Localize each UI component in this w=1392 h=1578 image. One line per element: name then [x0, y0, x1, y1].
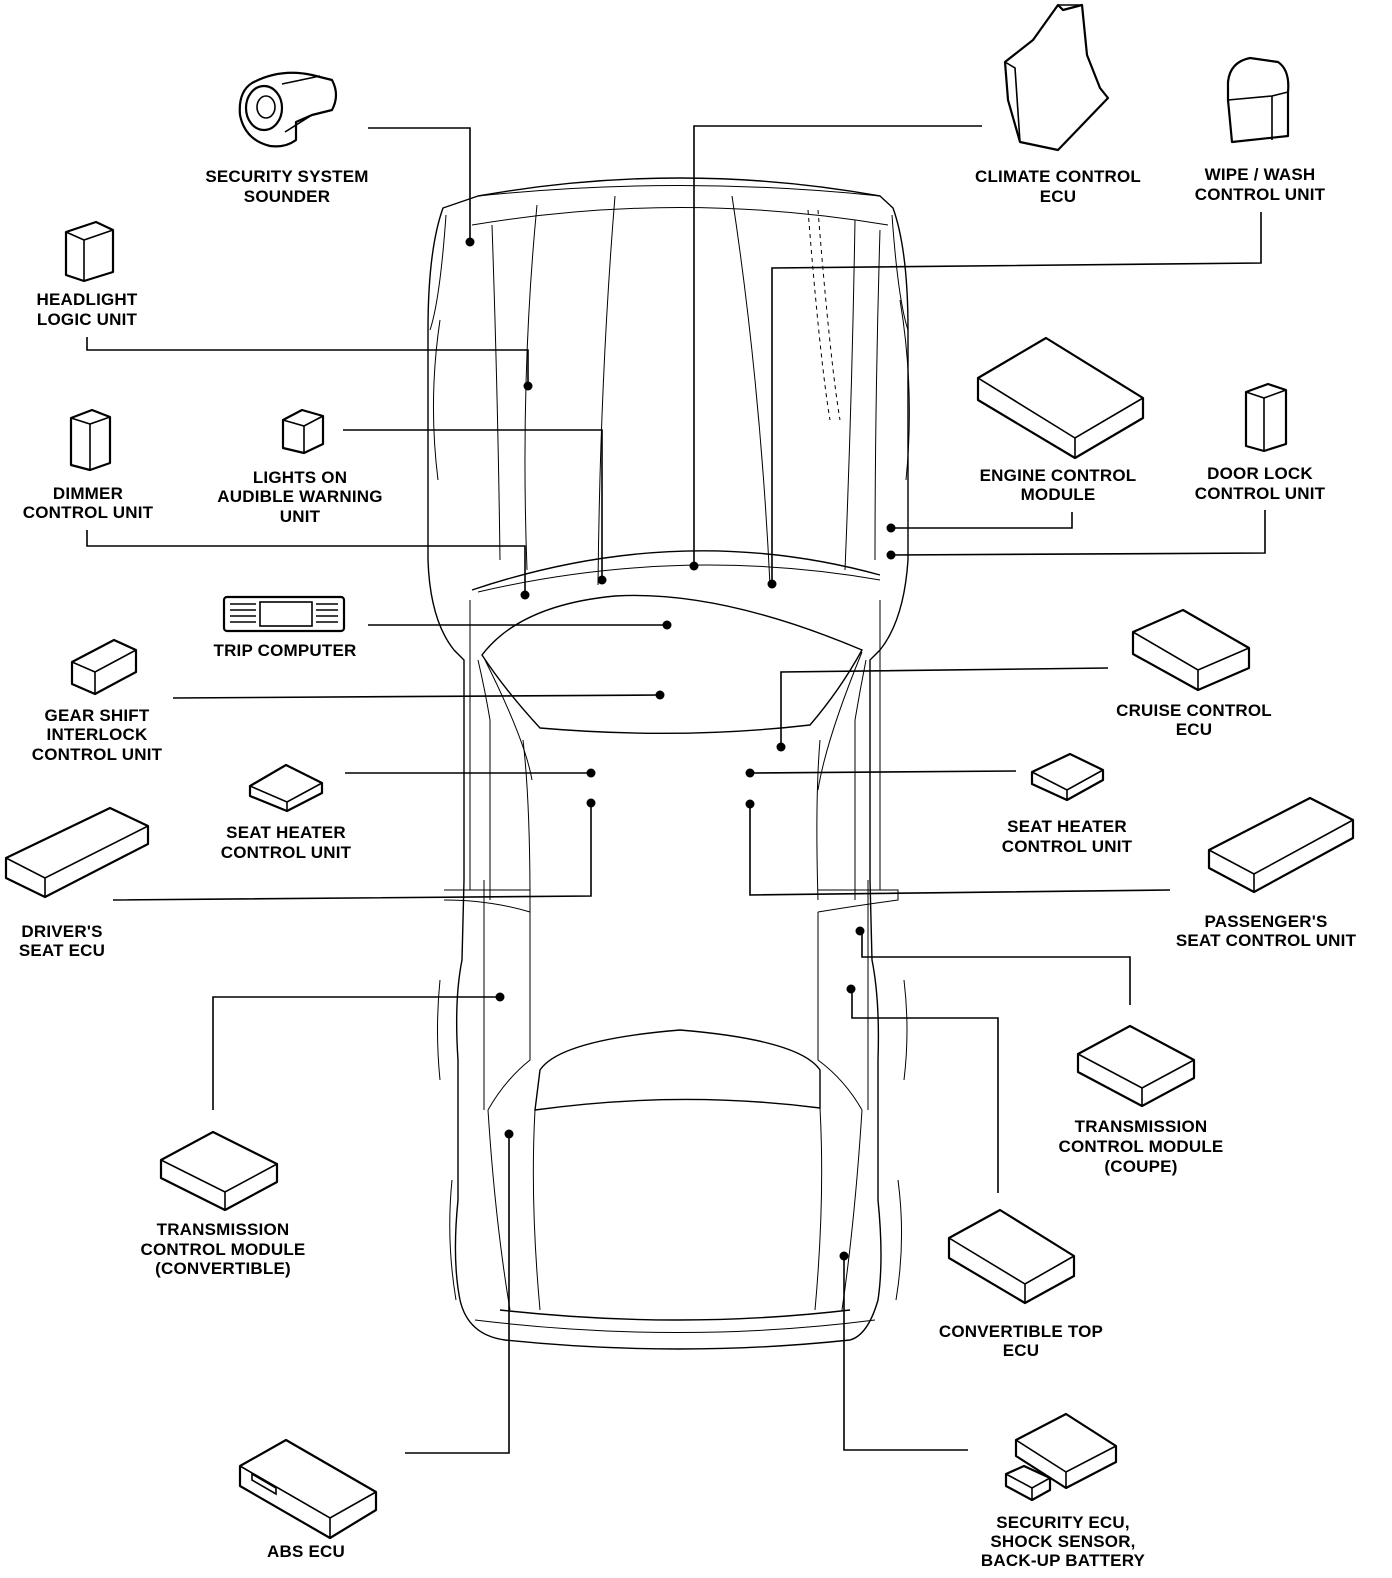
- wipe-wash-control-unit-icon: [1226, 56, 1290, 144]
- door-lock-control-unit-icon: [1244, 382, 1288, 453]
- car-outline: [427, 177, 910, 1350]
- climate-control-ecu-icon: [1003, 3, 1110, 152]
- headlight-logic-unit-icon: [64, 220, 115, 283]
- convertible-top-ecu-icon: [947, 1208, 1076, 1305]
- label-security-ecu-shock-sensor-backup-battery: SECURITY ECU,SHOCK SENSOR,BACK-UP BATTER…: [981, 1513, 1146, 1570]
- leader-lines: [86, 125, 1266, 1454]
- gear-shift-interlock-control-unit-icon: [70, 638, 138, 696]
- drivers-seat-ecu-icon: [4, 806, 150, 899]
- transmission-control-module-coupe-icon: [1076, 1024, 1196, 1108]
- dimmer-control-unit-icon: [69, 408, 112, 472]
- transmission-control-module-convertible-icon: [159, 1130, 279, 1212]
- cruise-control-ecu-icon: [1131, 608, 1251, 692]
- seat-heater-control-unit-left-icon: [248, 763, 324, 813]
- lights-on-audible-warning-unit-icon: [281, 408, 325, 455]
- seat-heater-control-unit-right-icon: [1030, 752, 1105, 802]
- security-ecu-icon: [1004, 1412, 1118, 1502]
- label-abs-ecu: ABS ECU: [267, 1542, 345, 1561]
- passengers-seat-control-unit-icon: [1207, 796, 1355, 894]
- engine-control-module-icon: [976, 336, 1145, 460]
- abs-ecu-icon: [238, 1438, 378, 1540]
- horn-icon: [238, 71, 338, 148]
- trip-computer-icon: [222, 595, 346, 633]
- label-trip-computer: TRIP COMPUTER: [213, 641, 356, 660]
